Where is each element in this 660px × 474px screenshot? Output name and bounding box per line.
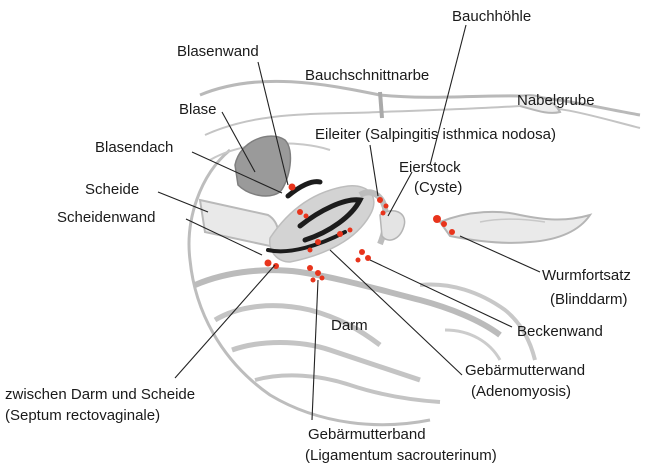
lesion-spot <box>265 260 272 267</box>
label-blasenwand: Blasenwand <box>177 42 259 61</box>
lesion-spot <box>311 278 316 283</box>
label-eierstock-sub: (Cyste) <box>414 178 462 197</box>
lesion-spot <box>356 258 361 263</box>
appendix <box>440 212 590 243</box>
leader-gebaermutterband <box>312 280 318 420</box>
lesion-spot <box>384 204 389 209</box>
lesion-spot <box>307 265 313 271</box>
leader-eierstock <box>388 172 412 216</box>
label-blase: Blase <box>179 100 217 119</box>
label-bauchhoehle: Bauchhöhle <box>452 7 531 26</box>
intestine-loop-5 <box>445 330 500 360</box>
label-gebaermutterwand: Gebärmutterwand <box>465 361 585 380</box>
lesion-spot <box>315 270 321 276</box>
scar-mark <box>380 92 382 118</box>
label-nabelgrube: Nabelgrube <box>517 91 595 110</box>
leader-eileiter <box>370 145 378 196</box>
label-septum-sub: (Septum rectovaginale) <box>5 406 160 425</box>
lesion-spot <box>449 229 455 235</box>
lesion-spot <box>337 231 343 237</box>
lesion-spot <box>441 221 447 227</box>
lesion-spot <box>359 249 365 255</box>
label-gebaermutterband-sub: (Ligamentum sacrouterinum) <box>305 446 497 465</box>
label-bauchschnittnarbe: Bauchschnittnarbe <box>305 66 429 85</box>
label-blasendach: Blasendach <box>95 138 173 157</box>
label-wurmfortsatz: Wurmfortsatz <box>542 266 631 285</box>
intestine-loop-2 <box>232 343 420 381</box>
label-eileiter: Eileiter (Salpingitis isthmica nodosa) <box>315 125 556 144</box>
label-scheidenwand: Scheidenwand <box>57 208 155 227</box>
label-eierstock: Eierstock <box>399 158 461 177</box>
lesion-spot <box>381 211 386 216</box>
label-wurmfortsatz-sub: (Blinddarm) <box>550 290 628 309</box>
lesion-spot <box>433 215 441 223</box>
lesion-spot <box>377 197 383 203</box>
label-septum: zwischen Darm und Scheide <box>5 385 195 404</box>
leader-septum <box>175 265 275 378</box>
lesion-spot <box>304 214 309 219</box>
lesion-spot <box>297 209 303 215</box>
lesion-spot <box>289 184 296 191</box>
lesion-spot <box>308 248 313 253</box>
lesion-spot <box>320 276 325 281</box>
lesion-spot <box>315 239 321 245</box>
label-darm: Darm <box>331 316 368 335</box>
leader-bauchhoehle <box>430 25 466 165</box>
vagina <box>200 200 278 246</box>
lesion-spot <box>348 228 353 233</box>
label-beckenwand: Beckenwand <box>517 322 603 341</box>
pelvis-outline <box>189 150 430 425</box>
label-gebaermutterband: Gebärmutterband <box>308 425 426 444</box>
bladder <box>235 136 290 196</box>
label-scheide: Scheide <box>85 180 139 199</box>
label-gebaermutterwand-sub: (Adenomyosis) <box>471 382 571 401</box>
